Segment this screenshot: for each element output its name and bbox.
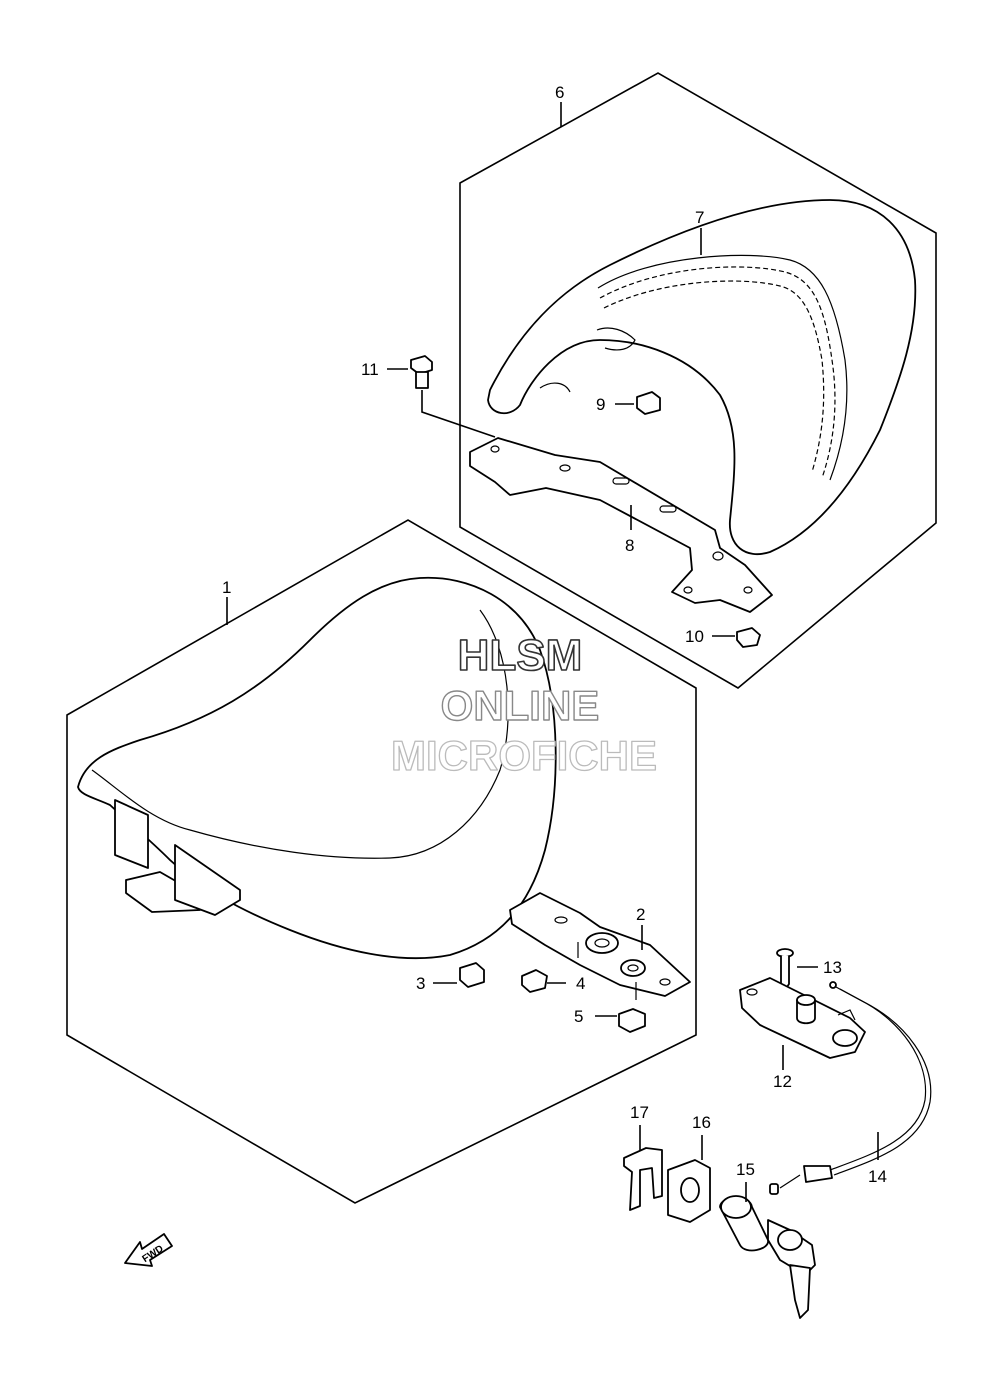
callout-13: 13 [823, 958, 842, 977]
callout-15: 15 [736, 1160, 755, 1179]
callout-12: 12 [773, 1072, 792, 1091]
rear-seat-bracket [469, 437, 773, 613]
nut-4 [521, 969, 548, 993]
bolt-11 [410, 355, 433, 389]
cushion-9 [636, 391, 661, 415]
passenger-seat [487, 199, 917, 555]
callout-9: 9 [596, 395, 605, 414]
nut-10 [736, 627, 761, 648]
lock-cylinder-15 [719, 1195, 816, 1319]
watermark-line-3: MICROFICHE [391, 732, 657, 779]
callout-11: 11 [361, 360, 379, 379]
callout-16: 16 [692, 1113, 711, 1132]
callout-7: 7 [695, 208, 704, 227]
callout-6: 6 [555, 83, 564, 102]
callout-14: 14 [868, 1167, 887, 1186]
fwd-direction-arrow: FWD [124, 1233, 173, 1267]
callout-5: 5 [574, 1007, 583, 1026]
callout-8: 8 [625, 536, 634, 555]
nut-5 [618, 1008, 646, 1033]
callout-3: 3 [416, 974, 425, 993]
callout-10: 10 [685, 627, 704, 646]
callout-17: 17 [630, 1103, 649, 1122]
watermark-line-1: HLSM [458, 631, 583, 680]
seat-lock-cable-14 [769, 981, 932, 1195]
group-box-rear-seat [459, 72, 937, 689]
callout-labels: 6 7 11 9 8 10 1 2 3 4 5 13 12 17 16 15 1… [222, 83, 887, 1186]
seat-lock-12 [739, 977, 866, 1059]
cushion-3 [459, 962, 485, 988]
leader-lines [226, 102, 879, 1202]
callout-2: 2 [636, 905, 645, 924]
screw-13 [776, 948, 794, 991]
group-box-front-seat [66, 519, 697, 1204]
watermark: HLSM ONLINE MICROFICHE [390, 630, 657, 779]
clip-17 [623, 1147, 663, 1211]
callout-4: 4 [576, 974, 585, 993]
retainer-16 [667, 1159, 711, 1223]
watermark-line-2: ONLINE [441, 682, 600, 729]
callout-1: 1 [222, 578, 231, 597]
front-seat [77, 576, 557, 960]
